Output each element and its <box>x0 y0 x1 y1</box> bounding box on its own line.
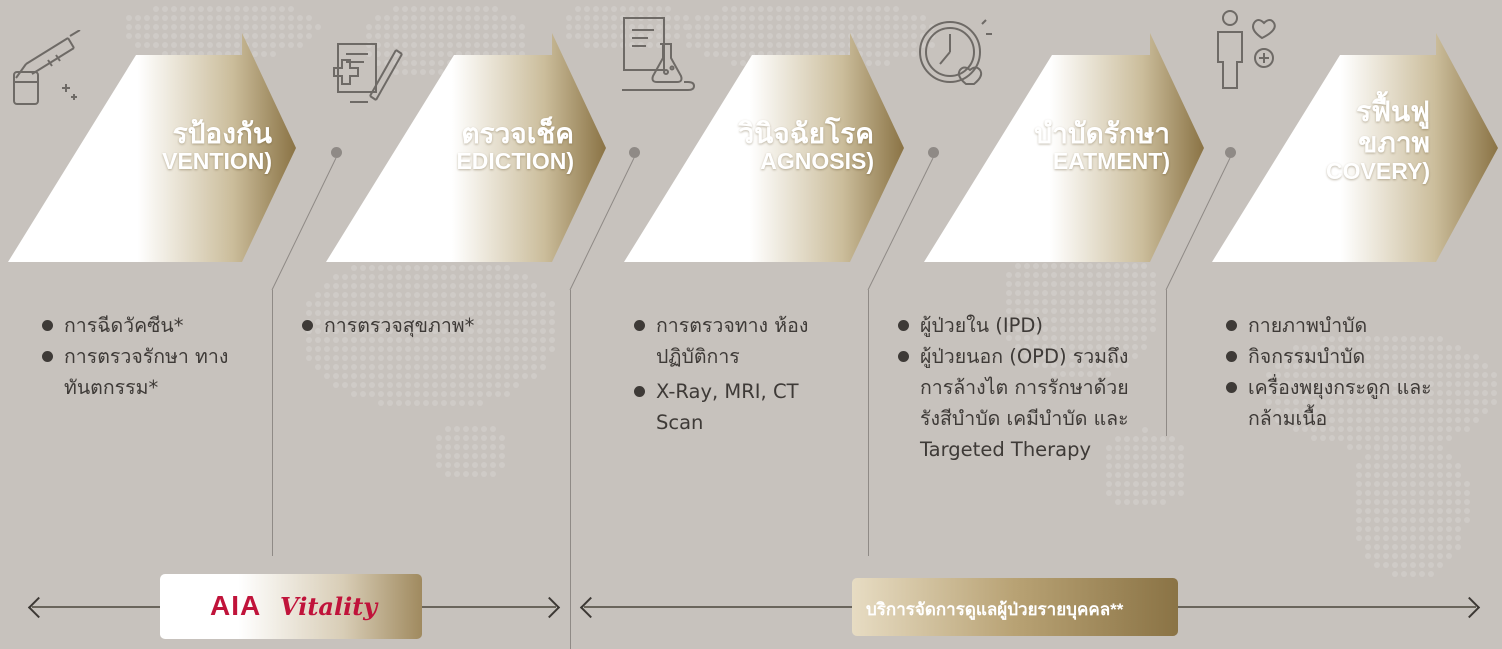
connector-dot <box>928 147 939 158</box>
stage-arrow <box>326 33 606 262</box>
prevention-items: การฉีดวัคซีน* การตรวจรักษา ทางทันตกรรม* <box>42 310 257 403</box>
stage-title-line2: AGNOSIS) <box>760 148 874 175</box>
stage-title-line2: EDICTION) <box>456 148 574 175</box>
stage-title: ตรวจเช็ค EDICTION) <box>456 118 574 175</box>
list-item: การฉีดวัคซีน* <box>42 310 257 341</box>
range-left-line <box>32 606 160 608</box>
stage-prevention: รป้องกัน VENTION) <box>0 0 300 300</box>
clock-heart-icon <box>914 14 1000 104</box>
person-heart-plus-icon <box>1214 8 1284 98</box>
column-divider <box>1166 290 1167 436</box>
range-left-line <box>422 606 556 608</box>
stage-title-line1: รป้องกัน <box>172 118 272 149</box>
range-right-line <box>584 606 852 608</box>
list-item: การตรวจรักษา ทางทันตกรรม* <box>42 341 257 403</box>
list-item: กิจกรรมบำบัด <box>1226 341 1466 372</box>
stage-title-line2: VENTION) <box>162 148 272 175</box>
column-divider <box>272 290 273 556</box>
stage-recovery: รฟื้นฟู ขภาพ COVERY) <box>1198 0 1502 300</box>
care-management-badge <box>852 578 1178 636</box>
treatment-items: ผู้ป่วยใน (IPD) ผู้ป่วยนอก (OPD) รวมถึง … <box>898 310 1166 465</box>
list-item: ผู้ป่วยนอก (OPD) รวมถึง การล้างไต การรัก… <box>898 341 1166 465</box>
connector-dot <box>1225 147 1236 158</box>
stage-title: บำบัดรักษา EATMENT) <box>1034 118 1170 175</box>
diagnosis-items: การตรวจทาง ห้องปฏิบัติการ X-Ray, MRI, CT… <box>634 310 834 438</box>
stage-title: รฟื้นฟู ขภาพ COVERY) <box>1326 96 1430 184</box>
connector-dot <box>629 147 640 158</box>
column-divider <box>868 290 869 556</box>
stage-treatment: บำบัดรักษา EATMENT) <box>900 0 1204 300</box>
stage-arrow <box>8 33 296 262</box>
list-item: เครื่องพยุงกระดูก และกล้ามเนื้อ <box>1226 372 1466 434</box>
list-item: การตรวจทาง ห้องปฏิบัติการ <box>634 310 834 372</box>
aia-brand-text: AIA <box>210 590 262 621</box>
recovery-items: กายภาพบำบัด กิจกรรมบำบัด เครื่องพยุงกระด… <box>1226 310 1466 434</box>
stage-title-line1: รฟื้นฟู <box>1356 96 1430 127</box>
syringe-vaccine-icon <box>6 29 86 116</box>
connector-dot <box>331 147 342 158</box>
stage-title: วินิจฉัยโรค AGNOSIS) <box>738 118 874 175</box>
column-divider <box>570 290 571 649</box>
stage-title-line2: EATMENT) <box>1052 148 1170 175</box>
care-management-label: บริการจัดการดูแลผู้ป่วยรายบุคคล** <box>866 600 1124 619</box>
lab-report-flask-icon <box>616 14 696 104</box>
medical-checkup-icon <box>320 30 404 116</box>
stage-arrow <box>624 33 904 262</box>
list-item: กายภาพบำบัด <box>1226 310 1466 341</box>
stage-title-line1: วินิจฉัยโรค <box>738 118 874 149</box>
stage-title-line2: ขภาพ <box>1358 127 1430 159</box>
stage-arrow <box>1212 33 1498 262</box>
aia-vitality-badge <box>160 574 422 639</box>
list-item: ผู้ป่วยใน (IPD) <box>898 310 1166 341</box>
list-item: การตรวจสุขภาพ* <box>302 310 557 341</box>
stage-arrow <box>924 33 1204 262</box>
stage-title-line1: ตรวจเช็ค <box>461 118 574 149</box>
vitality-script-text: Vitality <box>280 592 378 621</box>
stage-title: รป้องกัน VENTION) <box>162 118 272 175</box>
range-right-line <box>1178 606 1476 608</box>
prediction-items: การตรวจสุขภาพ* <box>302 310 557 341</box>
stage-diagnosis: วินิจฉัยโรค AGNOSIS) <box>600 0 904 300</box>
stage-title-line3: COVERY) <box>1326 157 1430 184</box>
stage-title-line1: บำบัดรักษา <box>1034 118 1170 149</box>
stage-prediction: ตรวจเช็ค EDICTION) <box>300 0 606 300</box>
list-item: X-Ray, MRI, CT Scan <box>634 376 834 438</box>
